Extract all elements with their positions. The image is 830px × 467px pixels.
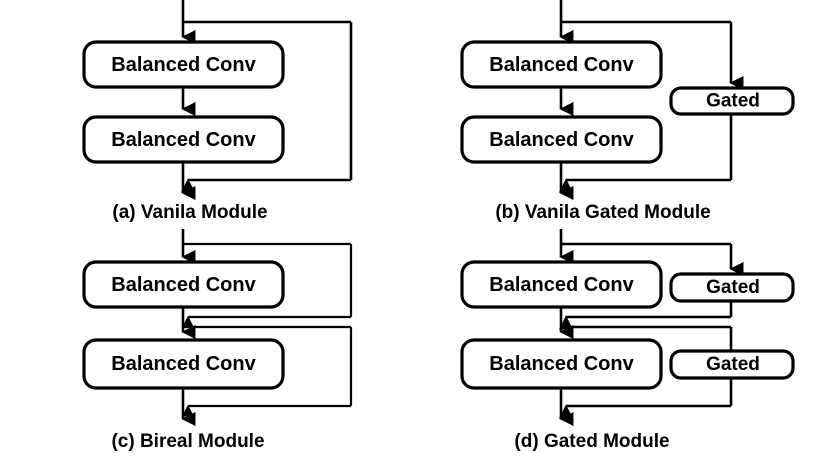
panel-b-block-1-label: Balanced Conv: [489, 54, 634, 76]
panel-d-block-2-label: Balanced Conv: [489, 353, 634, 375]
panel-a-caption: (a) Vanila Module: [112, 202, 267, 223]
panel-a-block-1-label: Balanced Conv: [111, 54, 256, 76]
panel-d: Balanced Conv Gated Balanced Conv Gated …: [460, 229, 795, 452]
panel-a-block-2-label: Balanced Conv: [111, 129, 256, 151]
panel-c-block-1-label: Balanced Conv: [111, 274, 256, 296]
panel-a: Balanced Conv Balanced Conv (a) Vanila M…: [82, 0, 353, 223]
panel-d-block-1-label: Balanced Conv: [489, 274, 634, 296]
panel-c-caption: (c) Bireal Module: [111, 431, 264, 452]
panel-c-block-2-label: Balanced Conv: [111, 353, 256, 375]
panel-b-caption: (b) Vanila Gated Module: [495, 202, 710, 223]
panel-b-block-2-label: Balanced Conv: [489, 129, 634, 151]
panel-d-caption: (d) Gated Module: [514, 431, 669, 452]
panel-d-gate-1-label: Gated: [706, 277, 760, 298]
panel-d-gate-2-label: Gated: [706, 354, 760, 375]
panel-b: Balanced Conv Balanced Conv Gated (b) Va…: [460, 0, 795, 223]
panel-c: Balanced Conv Balanced Conv (c) Bireal M…: [82, 229, 353, 452]
panel-b-gate-1-label: Gated: [706, 91, 760, 112]
